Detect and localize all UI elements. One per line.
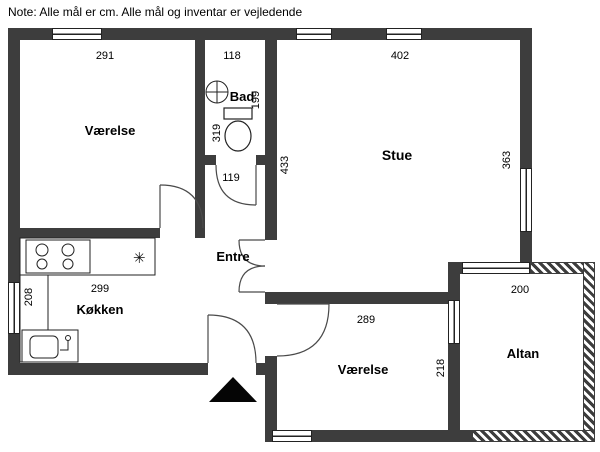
wall-segment	[195, 228, 205, 238]
room-label-vaerelse1: Værelse	[84, 123, 136, 138]
dim-vaerelse2-width: 289	[356, 314, 376, 326]
wall-segment	[520, 28, 532, 274]
room-label-bad: Bad	[229, 89, 255, 104]
wall-segment	[448, 262, 462, 274]
note-text: Note: Alle mål er cm. Alle mål og invent…	[8, 5, 303, 19]
dim-kokken-depth: 208	[23, 287, 35, 307]
stove-icon	[25, 239, 91, 274]
window	[8, 282, 20, 334]
window	[520, 168, 532, 232]
wall-segment	[448, 262, 460, 430]
door-arc	[215, 164, 257, 206]
wall-segment	[265, 356, 277, 442]
dim-hall-width: 119	[222, 172, 240, 184]
window	[386, 28, 422, 40]
dim-vaerelse2-depth: 218	[435, 358, 447, 378]
entrance-arrow-icon	[209, 377, 257, 402]
dim-kokken-width: 299	[90, 283, 110, 295]
door-arc	[276, 303, 330, 357]
dim-bad-depth: 199	[250, 90, 262, 110]
wall-segment	[277, 292, 460, 304]
balcony-railing	[583, 262, 595, 442]
kitchen-sink-icon	[21, 329, 79, 363]
dim-stue-right: 363	[501, 150, 513, 170]
dim-altan-width: 200	[510, 284, 530, 296]
wall-segment	[8, 363, 208, 375]
toilet-icon	[223, 107, 253, 152]
double-door-arc	[238, 239, 266, 293]
kitchen-counter	[19, 237, 156, 363]
dim-stue-width: 402	[390, 50, 410, 62]
balcony-door	[462, 262, 530, 274]
dim-stue-left: 433	[279, 155, 291, 175]
room-label-altan: Altan	[506, 346, 540, 361]
window	[52, 28, 102, 40]
balcony-railing	[472, 430, 595, 442]
window	[296, 28, 332, 40]
wall-segment	[195, 40, 205, 228]
hood-symbol-icon: ✳	[133, 250, 146, 267]
wall-segment	[265, 430, 472, 442]
dim-vaerelse1-width: 291	[95, 50, 115, 62]
room-label-stue: Stue	[381, 147, 413, 163]
window	[448, 300, 460, 344]
room-label-vaerelse2: Værelse	[337, 362, 389, 377]
wall-segment	[265, 292, 277, 304]
room-label-kokken: Køkken	[76, 302, 124, 317]
wall-segment	[8, 228, 160, 238]
dim-bad-width: 118	[223, 50, 241, 62]
entrance-door-arc	[207, 314, 257, 364]
room-label-entre: Entre	[216, 249, 250, 264]
wall-segment	[265, 28, 277, 240]
dim-vaerelse1-wall: 319	[211, 123, 223, 143]
wall-segment	[205, 155, 216, 165]
window	[272, 430, 312, 442]
